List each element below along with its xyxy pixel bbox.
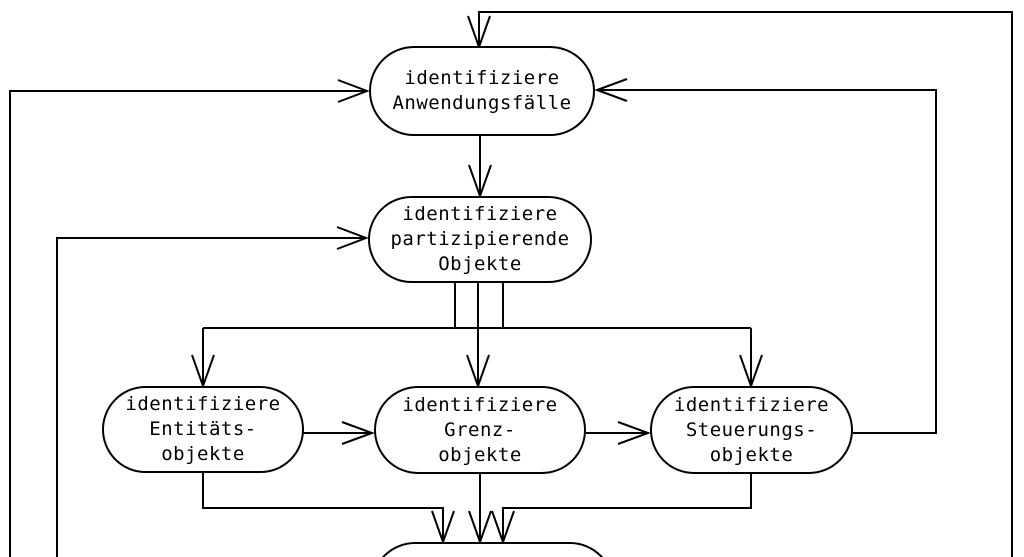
edge-entity-result	[202, 472, 444, 541]
edge-control-result	[502, 474, 752, 541]
node-label: identifiziere partizipierende Objekte	[390, 203, 570, 275]
node-identify-participating-objects: identifiziere partizipierende Objekte	[368, 196, 592, 283]
edge-loop-top-right	[478, 11, 1013, 557]
arrowhead-right-icon	[341, 421, 375, 445]
node-result-partial	[371, 542, 614, 557]
edge-loop-left-inner	[56, 237, 364, 557]
arrowhead-left-icon	[594, 78, 628, 102]
node-label: identifiziere Anwendungsfälle	[392, 67, 572, 114]
node-label: identifiziere Grenz- objekte	[402, 393, 558, 466]
node-label: identifiziere Steuerungs- objekte	[673, 393, 830, 466]
node-identify-entity-objects: identifiziere Entitäts- objekte	[102, 386, 304, 473]
node-identify-boundary-objects: identifiziere Grenz- objekte	[374, 386, 586, 474]
edge-loop-left-outer	[9, 90, 365, 557]
arrowhead-right-icon	[617, 421, 651, 445]
arrowhead-right-icon	[336, 226, 369, 250]
node-identify-control-objects: identifiziere Steuerungs- objekte	[650, 386, 853, 474]
node-label: identifiziere Entitäts- objekte	[125, 393, 281, 465]
node-identify-use-cases: identifiziere Anwendungsfälle	[369, 46, 595, 136]
edge-control-usecases	[598, 89, 937, 434]
arrowhead-right-icon	[337, 79, 370, 103]
